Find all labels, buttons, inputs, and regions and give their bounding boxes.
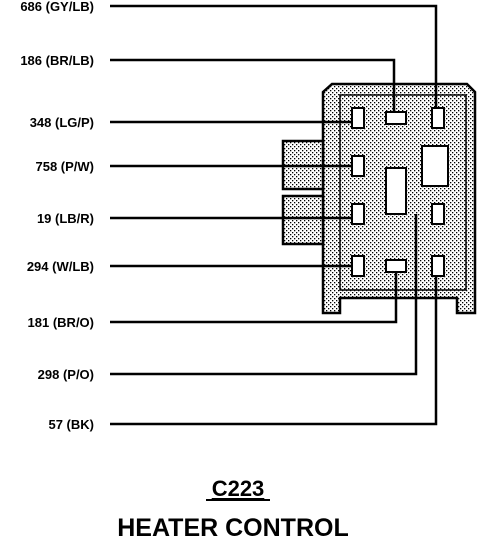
cavity-top-left — [351, 107, 365, 129]
cavity-bottom-left — [351, 255, 365, 277]
wire-label-1: 686 (GY/LB) — [20, 0, 94, 14]
connector-tab-lower — [281, 194, 325, 246]
wire-9 — [110, 276, 438, 426]
wire-8 — [110, 214, 418, 376]
wire-label-4: 758 (P/W) — [35, 159, 94, 174]
cavity-top-center — [385, 111, 407, 125]
wire-group — [110, 4, 438, 426]
wire-label-6: 294 (W/LB) — [27, 259, 94, 274]
wire-7 — [110, 272, 398, 324]
wire-label-5: 19 (LB/R) — [37, 211, 94, 226]
cavity-center-key — [385, 167, 407, 215]
wire-2 — [110, 58, 396, 112]
wire-label-7: 181 (BR/O) — [28, 315, 94, 330]
cavity-top-right — [431, 107, 445, 129]
wire-label-3: 348 (LG/P) — [30, 115, 94, 130]
connector-cavities — [351, 107, 449, 277]
cavity-bottom-center — [385, 259, 407, 273]
cavity-bottom-right — [431, 255, 445, 277]
connector-housing — [281, 82, 477, 315]
wire-label-2: 186 (BR/LB) — [20, 53, 94, 68]
connector-description: HEATER CONTROL — [117, 514, 348, 540]
cavity-mid-right — [431, 203, 445, 225]
connector-inner-frame — [339, 94, 467, 291]
wire-label-9: 57 (BK) — [48, 417, 94, 432]
wire-label-8: 298 (P/O) — [38, 367, 94, 382]
cavity-mid-left-upper — [351, 155, 365, 177]
cavity-mid-right-large — [421, 145, 449, 187]
cavity-mid-left-lower — [351, 203, 365, 225]
wire-label-group: 686 (GY/LB) 186 (BR/LB) 348 (LG/P) 758 (P/W… — [20, 0, 94, 432]
wire-1 — [110, 4, 438, 108]
connector-id: C223 — [212, 476, 265, 501]
